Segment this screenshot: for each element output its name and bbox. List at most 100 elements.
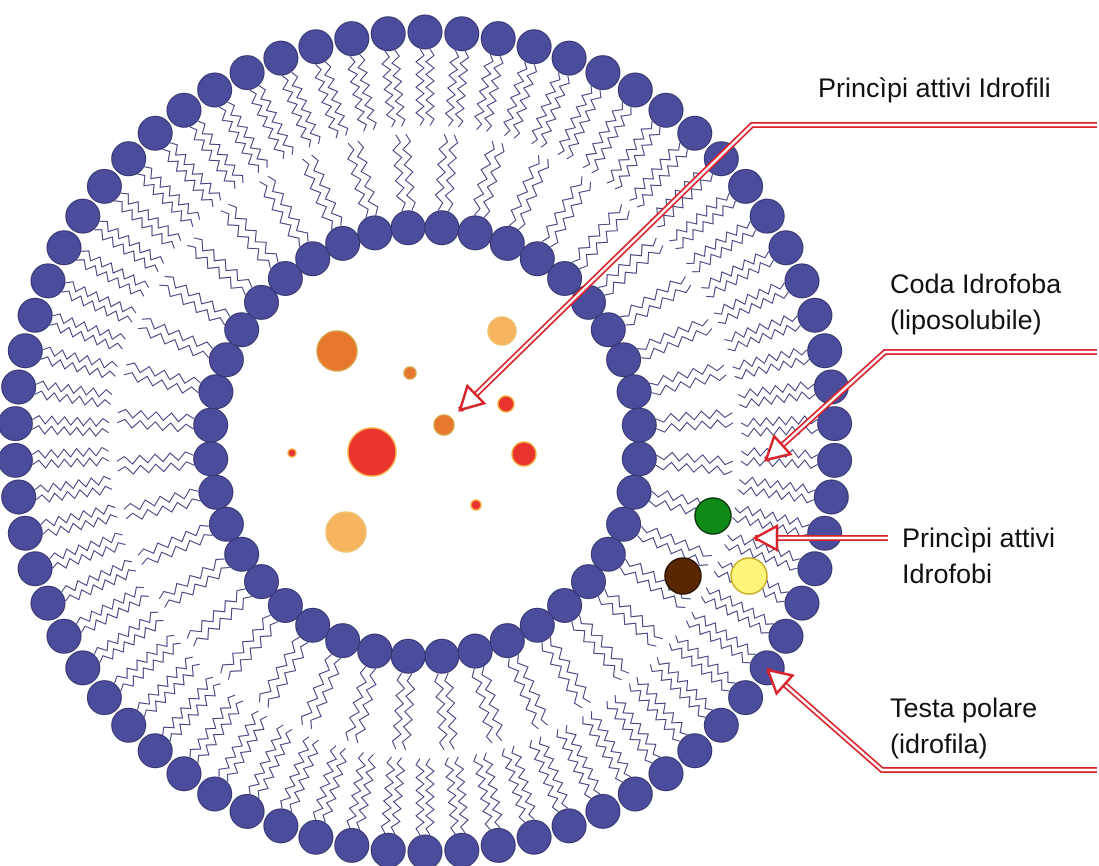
outer-lipid-tail [484, 56, 504, 132]
inner-lipid-tail [641, 328, 713, 360]
outer-lipid-tail [454, 756, 469, 834]
outer-polar-head [648, 756, 684, 792]
outer-lipid-tail [35, 485, 113, 503]
hydrophilic-active-orange-tiny [403, 366, 417, 380]
inner-lipid-tail [444, 134, 459, 212]
inner-lipid-tail [620, 276, 686, 317]
label-polar-head: Testa polare (idrofila) [890, 690, 1037, 762]
outer-polar-head [813, 479, 849, 515]
outer-lipid-tail [390, 757, 406, 835]
inner-lipid-tail [649, 364, 725, 386]
outer-lipid-tail [49, 322, 123, 350]
inner-polar-head [208, 506, 244, 542]
outer-lipid-tail [669, 192, 730, 242]
outer-polar-head [166, 92, 202, 128]
outer-polar-head [817, 406, 853, 442]
outer-lipid-tail [512, 64, 538, 139]
outer-lipid-tail [415, 758, 425, 836]
outer-lipid-tail [197, 700, 244, 763]
outer-lipid-tail [42, 514, 118, 537]
outer-lipid-tail [227, 101, 268, 168]
inner-polar-head [208, 342, 244, 378]
inner-polar-head [244, 284, 279, 320]
outer-polar-head [30, 263, 66, 299]
inner-lipid-tail [651, 373, 727, 396]
inner-lipid-tail [598, 237, 657, 288]
inner-lipid-tail [355, 668, 377, 744]
outer-polar-head [86, 168, 122, 204]
inner-lipid-tail [164, 567, 230, 608]
outer-lipid-tail [31, 446, 109, 459]
outer-polar-head [334, 827, 370, 863]
outer-polar-head [7, 333, 43, 369]
outer-lipid-tail [322, 748, 347, 823]
inner-lipid-tail [159, 284, 226, 326]
outer-polar-head [617, 72, 653, 108]
outer-polar-head [229, 793, 265, 829]
outer-polar-head [407, 14, 443, 50]
outer-lipid-tail [717, 291, 789, 324]
outer-lipid-tail [727, 324, 801, 352]
outer-polar-head [298, 29, 334, 65]
outer-lipid-tail [636, 677, 688, 736]
outer-lipid-tail [706, 259, 774, 298]
inner-lipid-tail [310, 657, 342, 729]
inner-lipid-tail [482, 143, 505, 218]
hydrophilic-active-orange-small [433, 414, 455, 436]
outer-lipid-tail [650, 166, 707, 221]
inner-lipid-tail [347, 142, 369, 218]
outer-polar-head [728, 680, 764, 716]
inner-polar-head [519, 607, 555, 643]
outer-polar-head [1, 369, 37, 405]
outer-lipid-tail [289, 739, 319, 812]
inner-polar-head [267, 261, 303, 296]
outer-lipid-tail [32, 415, 110, 427]
inner-lipid-tail [434, 133, 449, 211]
outer-polar-head [407, 834, 443, 866]
outer-lipid-tail [685, 620, 751, 664]
inner-polar-head [424, 638, 460, 674]
inner-lipid-tail [311, 154, 343, 226]
outer-polar-head [648, 92, 684, 128]
inner-lipid-tail [137, 524, 209, 556]
arrow-hydrophobic-tail [765, 350, 1097, 461]
outer-lipid-tail [511, 745, 536, 820]
outer-lipid-tail [529, 739, 559, 813]
inner-polar-head [616, 374, 652, 410]
outer-polar-head [111, 141, 147, 177]
inner-polar-head [295, 241, 331, 277]
outer-lipid-tail [556, 729, 592, 799]
inner-lipid-tail [471, 668, 494, 744]
outer-lipid-tail [257, 728, 293, 799]
inner-lipid-tail [125, 498, 201, 520]
label-hydrophilic-actives-text: Princìpi attivi Idrofili [818, 73, 1051, 103]
outer-polar-head [370, 16, 406, 52]
outer-lipid-tail [734, 505, 810, 528]
outer-polar-head [807, 333, 843, 369]
inner-lipid-tail [571, 621, 622, 681]
outer-lipid-tail [144, 166, 201, 220]
inner-polar-head [224, 536, 260, 572]
inner-lipid-tail [571, 204, 623, 263]
inner-lipid-tail [517, 654, 549, 726]
inner-polar-head [590, 312, 626, 348]
inner-polar-head [325, 225, 361, 261]
outer-lipid-tail [81, 250, 150, 288]
outer-lipid-tail [32, 456, 110, 469]
inner-polar-head [424, 210, 460, 246]
outer-polar-head [65, 198, 101, 234]
outer-polar-head [516, 819, 552, 855]
outer-polar-head [166, 756, 202, 792]
inner-lipid-tail [164, 276, 231, 317]
outer-lipid-tail [740, 457, 818, 469]
inner-lipid-tail [138, 327, 210, 359]
inner-lipid-tail [259, 636, 300, 703]
label-hydrophobic-actives-line2: Idrofobi [902, 559, 993, 589]
outer-polar-head [263, 808, 299, 844]
inner-lipid-tail [301, 654, 332, 726]
outer-lipid-tail [114, 634, 175, 684]
outer-lipid-tail [724, 315, 798, 342]
inner-polar-head [390, 638, 426, 674]
outer-polar-head [768, 618, 804, 654]
inner-polar-head [295, 607, 331, 643]
